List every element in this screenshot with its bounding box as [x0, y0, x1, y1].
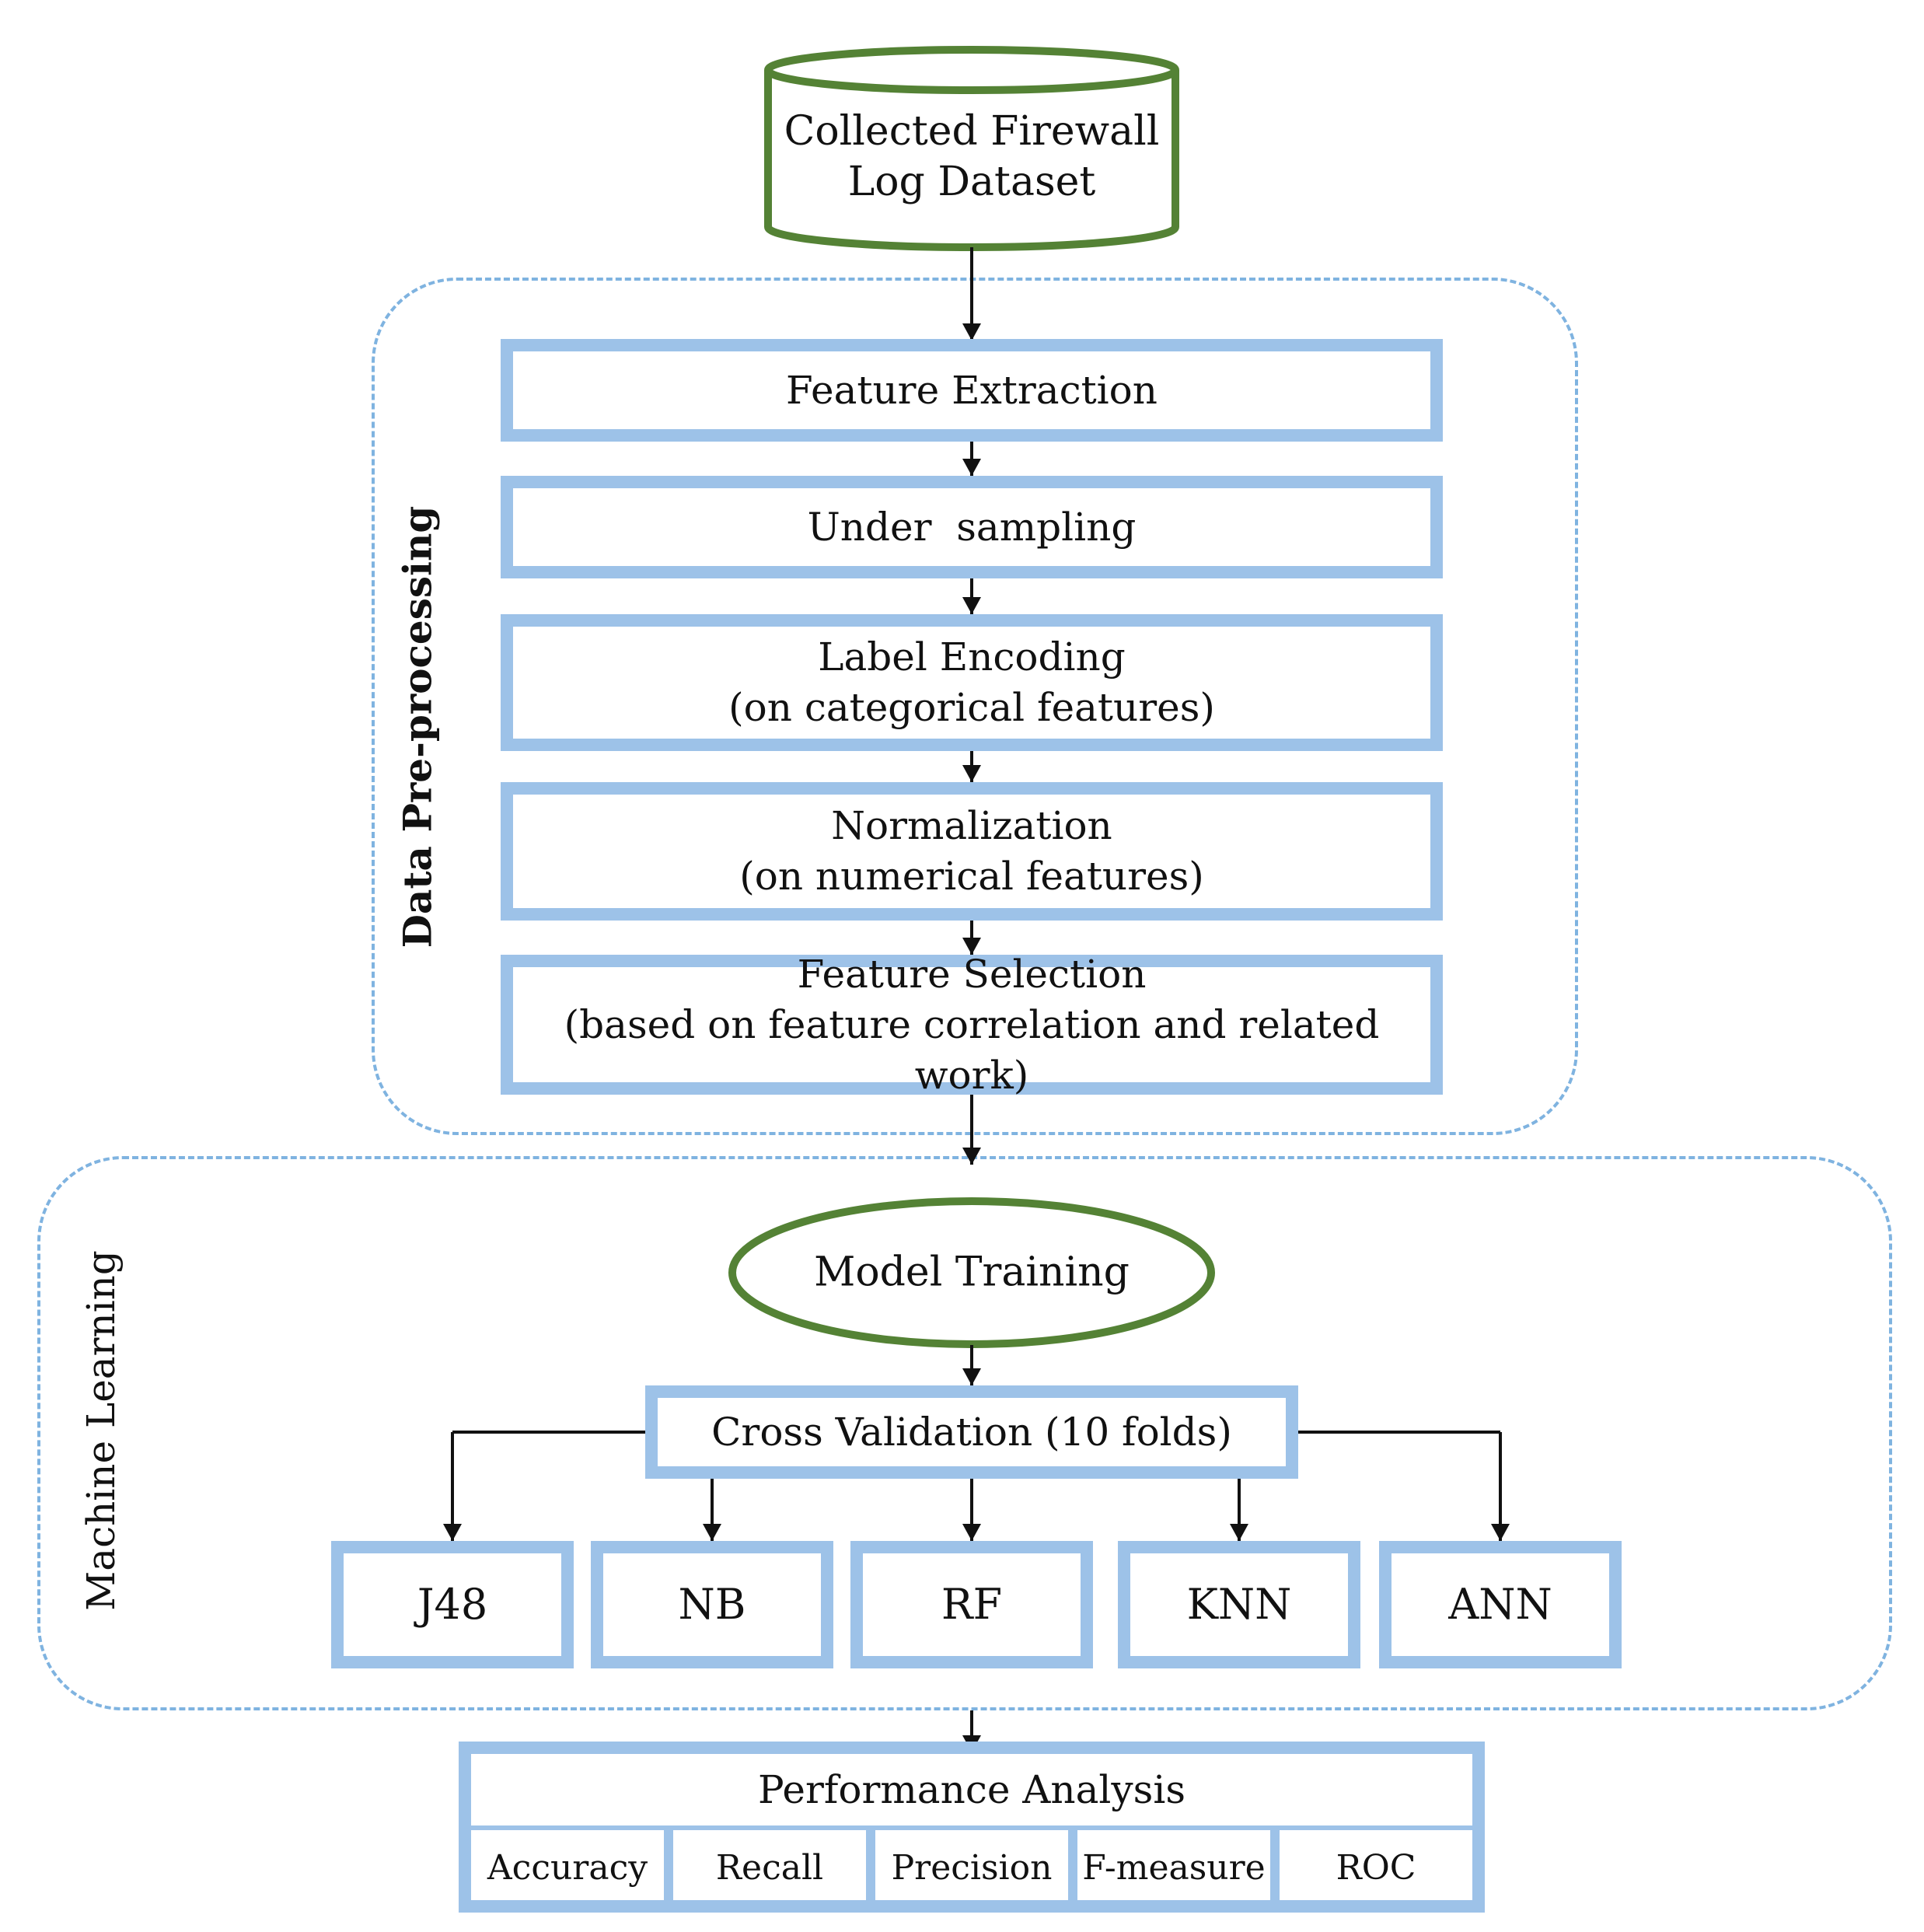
- metric-precision: Precision: [875, 1830, 1077, 1905]
- machine-learning-group: [37, 1156, 1892, 1710]
- algo-label: KNN: [1186, 1579, 1292, 1629]
- algo-label: NB: [678, 1579, 746, 1629]
- step-under-sampling: Under sampling: [501, 476, 1443, 578]
- step-line2: (on numerical features): [739, 854, 1204, 899]
- cross-validation-node: Cross Validation (10 folds): [645, 1385, 1298, 1479]
- step-line1: Feature Selection: [797, 951, 1147, 997]
- database-cylinder-icon: [764, 46, 1179, 251]
- dataset-node: Collected Firewall Log Dataset: [784, 107, 1160, 208]
- performance-title: Performance Analysis: [471, 1754, 1472, 1830]
- step-normalization: Normalization (on numerical features): [501, 782, 1443, 921]
- metric-roc: ROC: [1336, 1847, 1416, 1888]
- algo-nb: NB: [591, 1541, 833, 1668]
- step-feature-selection: Feature Selection (based on feature corr…: [501, 952, 1443, 1098]
- metrics-row: Accuracy Recall Precision F-measure ROC: [471, 1830, 1472, 1905]
- algo-ann: ANN: [1379, 1541, 1622, 1668]
- step-line1: Under sampling: [807, 504, 1137, 550]
- algo-label: ANN: [1448, 1579, 1552, 1629]
- cross-validation-label: Cross Validation (10 folds): [711, 1409, 1232, 1455]
- step-line1: Normalization: [831, 803, 1112, 848]
- algo-j48: J48: [331, 1541, 574, 1668]
- step-line2: (on categorical features): [728, 685, 1215, 730]
- step-line2: (based on feature correlation and relate…: [564, 1001, 1380, 1098]
- metric-recall: Recall: [673, 1830, 875, 1905]
- step-feature-extraction: Feature Extraction: [501, 339, 1443, 442]
- step-line1: Feature Extraction: [786, 367, 1158, 413]
- metric-f-measure: F-measure: [1077, 1830, 1280, 1905]
- dataset-line2: Log Dataset: [847, 159, 1096, 205]
- step-label-encoding: Label Encoding (on categorical features): [501, 614, 1443, 751]
- step-line1: Label Encoding: [818, 634, 1126, 680]
- algo-label: J48: [417, 1579, 488, 1629]
- metric-accuracy: Accuracy: [471, 1830, 673, 1905]
- dataset-line1: Collected Firewall: [784, 108, 1160, 155]
- algo-rf: RF: [850, 1541, 1093, 1668]
- preprocessing-group: [372, 278, 1578, 1135]
- algo-knn: KNN: [1118, 1541, 1360, 1668]
- algo-label: RF: [941, 1579, 1003, 1629]
- model-training-node: Model Training: [814, 1249, 1130, 1296]
- performance-analysis-node: Performance Analysis Accuracy Recall Pre…: [459, 1742, 1485, 1913]
- training-ellipse: [728, 1197, 1215, 1348]
